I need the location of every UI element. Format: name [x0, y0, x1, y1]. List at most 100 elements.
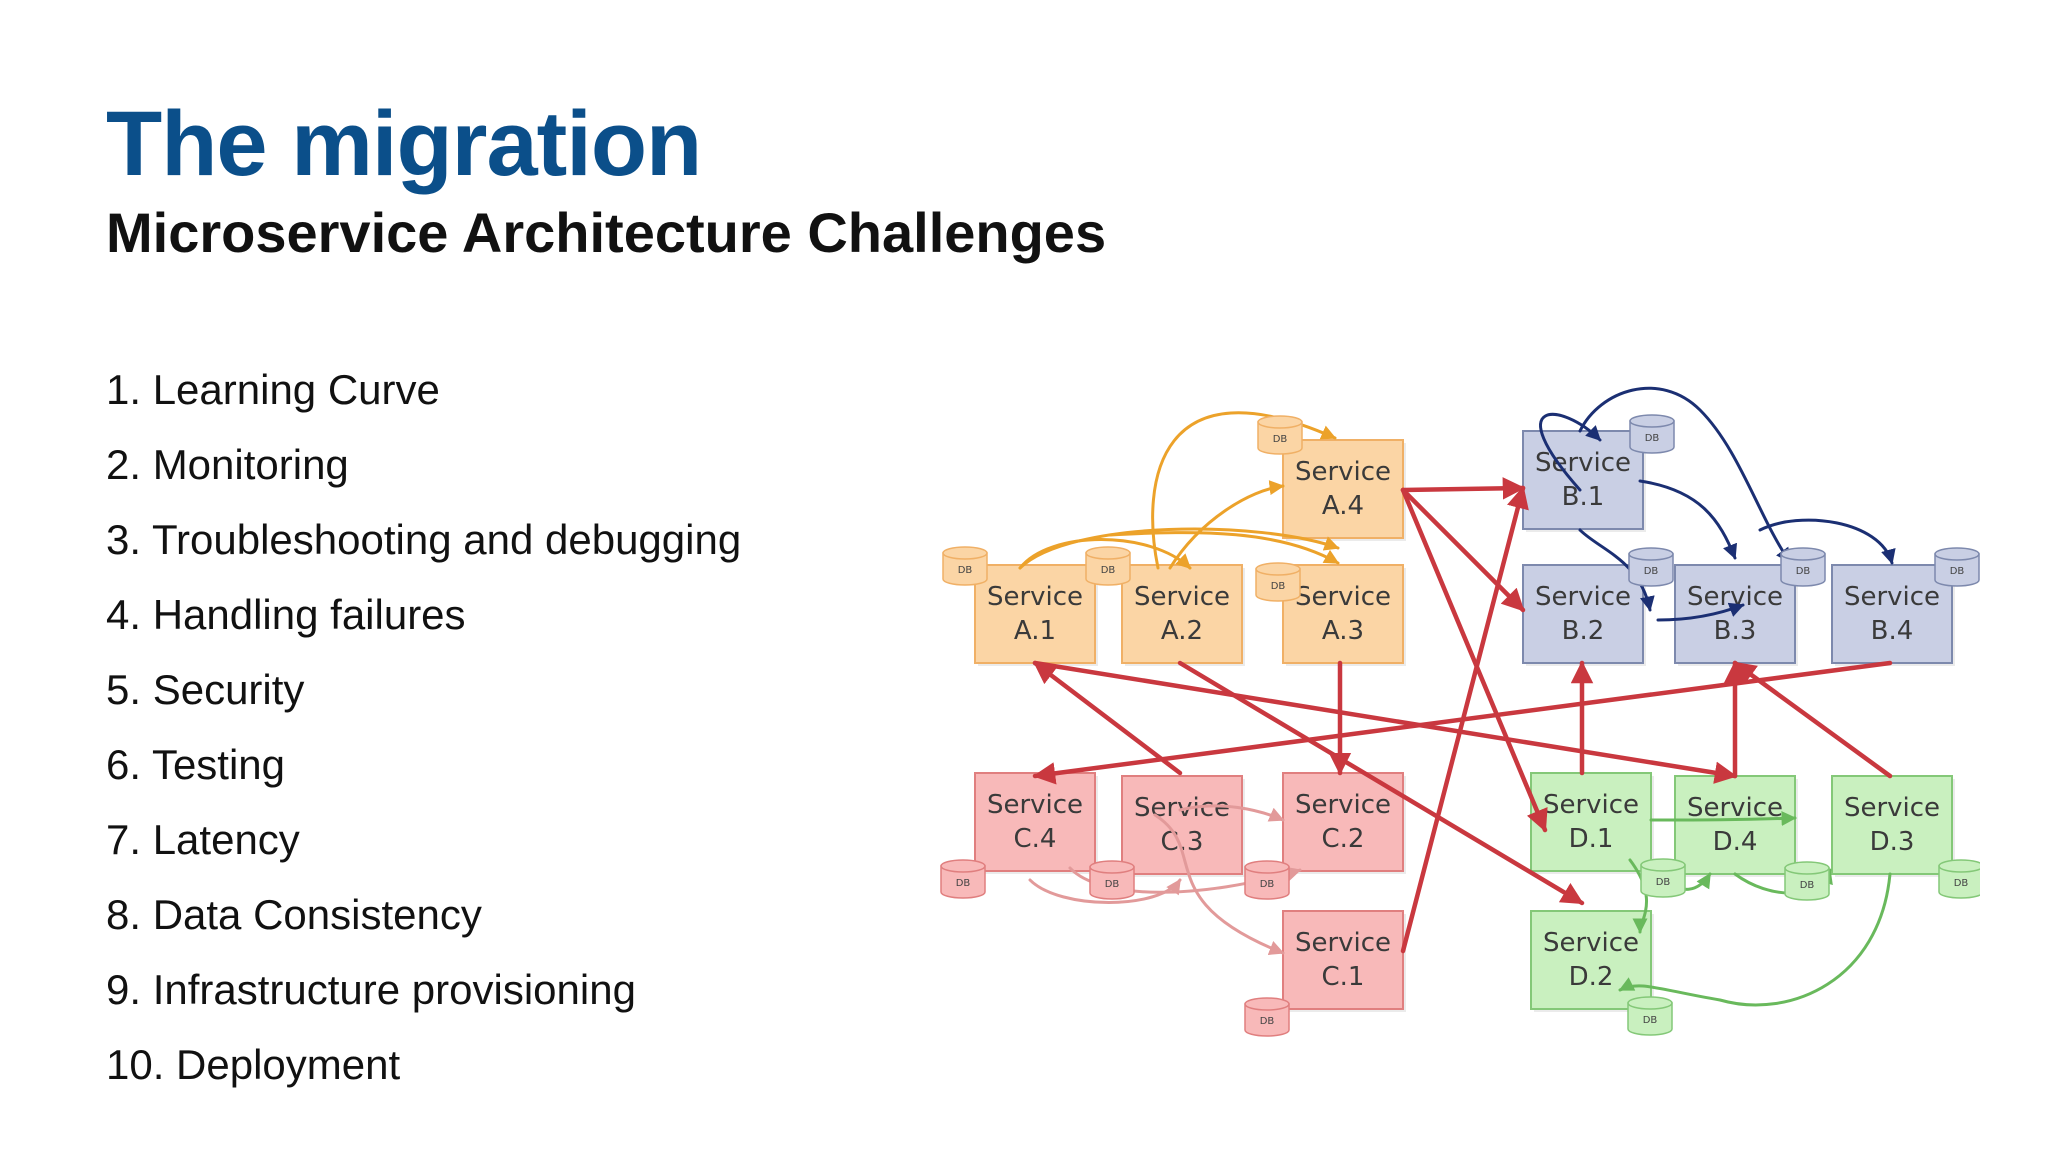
service-node-id: B.1	[1562, 482, 1605, 512]
database-icon: DB	[1257, 415, 1303, 455]
service-node-label: Service	[1844, 793, 1940, 823]
database-label: DB	[1800, 880, 1815, 891]
challenge-item: 9. Infrastructure provisioning	[106, 966, 636, 1013]
service-node-id: D.2	[1569, 962, 1614, 992]
database-icon: DB	[1089, 860, 1135, 900]
dependency-arrow	[1400, 487, 1526, 613]
database-label: DB	[958, 565, 973, 576]
database-label: DB	[1644, 566, 1659, 577]
page-title: The migration	[106, 93, 702, 195]
dependency-arrow	[1628, 858, 1648, 934]
dependency-arrow	[1018, 538, 1192, 570]
database-icon: DB	[940, 859, 986, 899]
database-icon: DB	[1085, 546, 1131, 586]
dependency-arrow	[1638, 479, 1738, 560]
service-node-label: Service	[1134, 582, 1230, 612]
dependency-arrow	[1028, 878, 1182, 904]
service-node-id: D.1	[1569, 824, 1614, 854]
service-node-label: Service	[987, 582, 1083, 612]
service-node-id: A.2	[1161, 616, 1203, 646]
database-icon: DB	[1640, 858, 1686, 898]
dependency-arrow	[1578, 386, 1792, 564]
dependency-arrow	[1400, 487, 1548, 833]
challenge-item: 4. Handling failures	[106, 591, 466, 638]
dependency-arrow	[1618, 872, 1892, 1007]
challenge-item: 10. Deployment	[106, 1041, 401, 1088]
database-icon: DB	[1244, 860, 1290, 900]
database-label: DB	[1273, 434, 1288, 445]
service-node-label: Service	[1295, 928, 1391, 958]
dependency-arrow	[1018, 527, 1340, 570]
dependency-arrow	[1539, 413, 1602, 492]
dependency-arrow	[1032, 660, 1738, 784]
service-node-id: C.4	[1014, 824, 1057, 854]
service-node-id: C.1	[1322, 962, 1365, 992]
challenge-item: 8. Data Consistency	[106, 891, 482, 938]
database-label: DB	[1954, 878, 1969, 889]
challenge-item: 3. Troubleshooting and debugging	[106, 516, 742, 563]
database-icon: DB	[942, 546, 988, 586]
service-node-label: Service	[1543, 928, 1639, 958]
database-label: DB	[1260, 1016, 1275, 1027]
database-label: DB	[956, 878, 971, 889]
database-icon: DB	[1629, 414, 1675, 454]
dependency-arrow	[1177, 660, 1585, 906]
service-node-label: Service	[1295, 457, 1391, 487]
service-node-label: Service	[1535, 582, 1631, 612]
database-label: DB	[1950, 566, 1965, 577]
service-node-id: B.2	[1562, 616, 1605, 646]
service-node-id: A.1	[1014, 616, 1056, 646]
service-node-id: A.4	[1322, 491, 1364, 521]
database-icon: DB	[1938, 859, 1980, 899]
dependency-arrow	[1732, 660, 1893, 779]
service-node-id: B.3	[1714, 616, 1757, 646]
service-node-id: B.4	[1871, 616, 1914, 646]
database-label: DB	[1645, 433, 1660, 444]
database-label: DB	[1656, 877, 1671, 888]
database-label: DB	[1101, 565, 1116, 576]
service-node-label: Service	[1543, 790, 1639, 820]
dependency-arrow	[1178, 804, 1285, 822]
database-label: DB	[1105, 879, 1120, 890]
service-node-label: Service	[1844, 582, 1940, 612]
challenge-item: 1. Learning Curve	[106, 366, 440, 413]
challenge-item: 2. Monitoring	[106, 441, 349, 488]
database-icon: DB	[1244, 997, 1290, 1037]
dependency-arrow	[1656, 602, 1745, 622]
dependency-arrow	[1153, 813, 1285, 955]
challenge-item: 5. Security	[106, 666, 305, 713]
database-icon: DB	[1628, 547, 1674, 587]
service-node-label: Service	[1295, 582, 1391, 612]
dependency-arrow	[1400, 477, 1526, 500]
dependency-arrow	[1168, 480, 1285, 570]
dependency-arrow	[1649, 810, 1797, 826]
database-label: DB	[1271, 581, 1286, 592]
service-node-id: D.4	[1713, 827, 1758, 857]
database-icon: DB	[1784, 861, 1830, 901]
database-icon: DB	[1934, 547, 1980, 587]
service-node-id: C.2	[1322, 824, 1365, 854]
microservice-dependency-diagram: ServiceA.1ServiceA.2ServiceA.3ServiceA.4…	[940, 386, 1980, 1037]
database-icon: DB	[1780, 547, 1826, 587]
database-icon: DB	[1255, 562, 1301, 602]
dependency-arrow	[1108, 531, 1340, 565]
database-label: DB	[1643, 1015, 1658, 1026]
challenges-list: 1. Learning Curve 2. Monitoring 3. Troub…	[106, 360, 741, 1110]
service-node-id: D.3	[1870, 827, 1915, 857]
challenge-item: 7. Latency	[106, 816, 300, 863]
dependency-arrow	[1758, 518, 1896, 565]
